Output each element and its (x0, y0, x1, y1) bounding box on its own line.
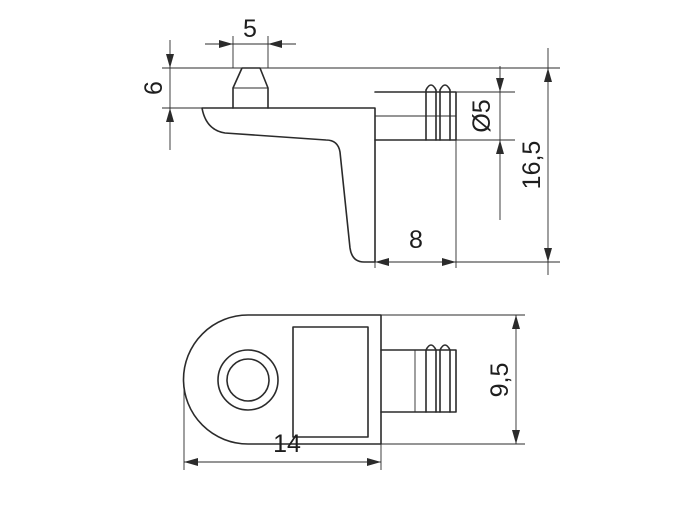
dim-total-height: 16,5 (518, 48, 552, 275)
dim-label-height-top: 6 (140, 81, 168, 95)
top-view-pin (380, 349, 457, 413)
dim-total-length: 14 (184, 430, 381, 466)
top-view: 9,5 14 (182, 314, 525, 470)
dim-label-total-length: 14 (273, 430, 301, 458)
top-view-rib-1 (425, 344, 437, 413)
dim-label-pin-diameter: Ø5 (468, 99, 496, 132)
dim-width-bottom: 9,5 (486, 315, 520, 444)
top-view-body (182, 314, 382, 445)
dim-height-top: 6 (140, 40, 174, 150)
dim-label-width-top: 5 (243, 15, 257, 43)
dim-pin-length: 8 (375, 226, 456, 266)
dim-pin-diameter: Ø5 (468, 66, 504, 220)
dim-label-pin-length: 8 (409, 226, 423, 254)
side-view-body (201, 107, 376, 263)
dim-label-total-height: 16,5 (518, 141, 546, 190)
pin-rib-2 (439, 84, 451, 141)
dim-width-top: 5 (205, 15, 296, 48)
dim-label-width-bottom: 9,5 (486, 363, 514, 398)
top-view-recess (292, 326, 369, 438)
pin-rib-1 (425, 84, 437, 141)
side-view: 5 6 Ø5 16,5 8 (140, 15, 560, 275)
top-view-hole-outer (217, 349, 279, 411)
top-view-rib-2 (439, 344, 451, 413)
top-view-hole-inner (226, 358, 270, 402)
